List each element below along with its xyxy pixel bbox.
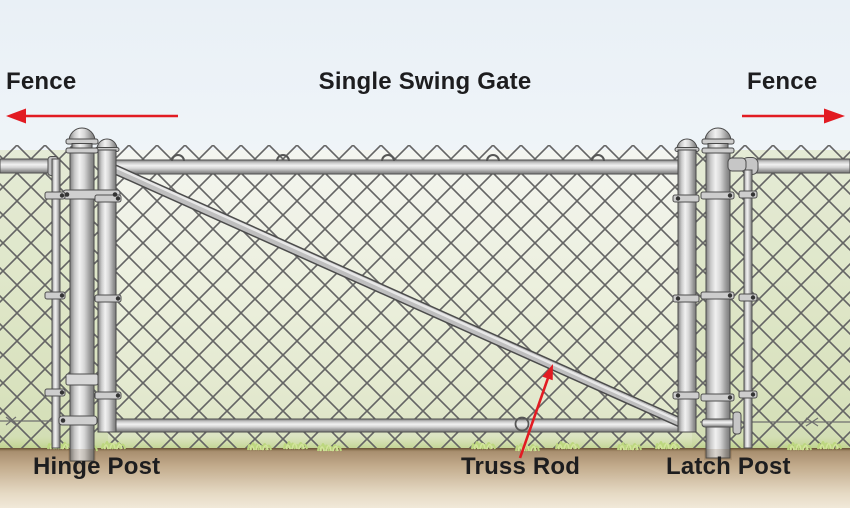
fence-hardware <box>44 189 758 435</box>
gate-right-post <box>674 138 700 433</box>
gate-left-post <box>94 138 120 433</box>
gate-bottom-rail <box>105 418 695 433</box>
right-tension-bar <box>743 169 753 449</box>
wire-ties <box>171 154 605 432</box>
truss-rod-graphic <box>109 164 693 431</box>
gate-top-rail <box>105 159 695 175</box>
latch-post-graphic <box>701 127 747 460</box>
fence-left-label: Fence <box>6 68 77 95</box>
left-fence <box>0 156 61 449</box>
annotation-arrows <box>6 108 845 459</box>
fence-right-arrow-icon <box>742 108 845 124</box>
left-tension-bar <box>51 158 61 449</box>
hinge-post-graphic <box>65 127 99 462</box>
fence-left-arrow-icon <box>6 108 178 124</box>
hinge-post-label: Hinge Post <box>33 453 161 480</box>
diagram-title: Single Swing Gate <box>318 68 532 95</box>
fence-right-label: Fence <box>747 68 818 95</box>
band-bolts <box>59 192 756 423</box>
truss-rod-label: Truss Rod <box>461 453 581 480</box>
truss-rod-arrow-icon <box>518 364 553 459</box>
latch-post-label: Latch Post <box>666 453 791 480</box>
